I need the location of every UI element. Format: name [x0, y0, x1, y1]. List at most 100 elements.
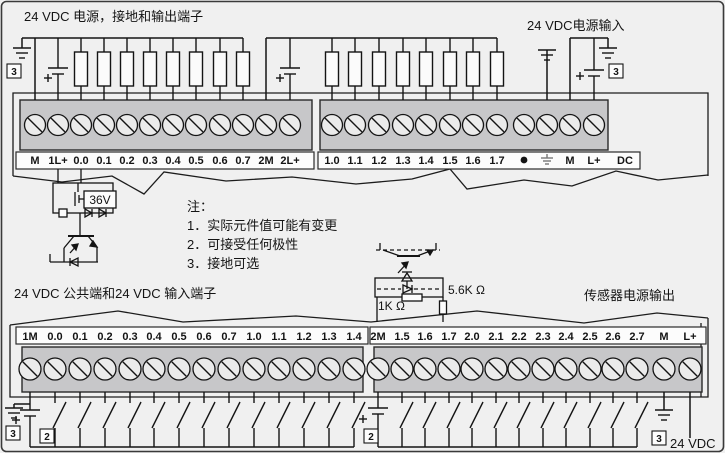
svg-text:DC: DC — [617, 155, 633, 167]
terminal-screw — [390, 357, 414, 381]
terminal-screw — [438, 113, 462, 137]
svg-text:3: 3 — [11, 67, 17, 78]
input-switch — [226, 392, 241, 447]
svg-text:2.2: 2.2 — [511, 331, 526, 343]
svg-text:0.4: 0.4 — [146, 331, 162, 343]
svg-text:2.6: 2.6 — [605, 331, 620, 343]
terminal-screw — [138, 113, 162, 137]
note-marker: 3 — [5, 425, 21, 441]
terminal-label: 0.3 — [122, 331, 137, 343]
input-switch — [422, 392, 437, 447]
svg-text:1.5: 1.5 — [442, 155, 457, 167]
terminal-label: M — [659, 331, 668, 343]
bottom-wiring — [13, 392, 691, 448]
note-marker: 2 — [39, 428, 55, 444]
terminal-screw — [278, 113, 302, 137]
ground-symbol — [599, 47, 617, 59]
load-resistor — [235, 38, 251, 100]
svg-text:0.7: 0.7 — [235, 155, 250, 167]
terminal-label: 1.0 — [246, 331, 261, 343]
input-switch — [351, 392, 366, 447]
svg-text:0.3: 0.3 — [142, 155, 157, 167]
input-switch — [399, 392, 414, 447]
terminal-screw — [437, 357, 461, 381]
terminal-label: 1.7 — [489, 155, 504, 167]
load-resistor — [371, 38, 387, 100]
terminal-screw — [558, 113, 582, 137]
svg-text:1.2: 1.2 — [371, 155, 386, 167]
terminal-screw — [192, 357, 216, 381]
svg-text:0.6: 0.6 — [212, 155, 227, 167]
terminal-screw — [601, 357, 625, 381]
note-marker: 2 — [363, 428, 379, 444]
svg-text:0.1: 0.1 — [72, 331, 87, 343]
load-resistor — [142, 38, 158, 100]
resistor1-label: 1K Ω — [378, 299, 405, 313]
svg-text:1.1: 1.1 — [347, 155, 362, 167]
resistor-1k — [401, 293, 423, 302]
terminal-screw — [366, 357, 390, 381]
svg-text:2.5: 2.5 — [582, 331, 597, 343]
terminal-label: 0.1 — [96, 155, 111, 167]
load-resistor — [73, 38, 89, 100]
svg-text:M: M — [30, 155, 39, 167]
svg-text:0.5: 0.5 — [188, 155, 203, 167]
terminal-label: 0.6 — [196, 331, 211, 343]
note-line-2: 2．可接受任何极性 — [187, 237, 299, 252]
terminal-screw — [93, 357, 117, 381]
terminal-label — [541, 154, 553, 165]
ground-symbol — [538, 49, 556, 61]
terminal-screw — [512, 113, 536, 137]
svg-text:1.4: 1.4 — [418, 155, 434, 167]
input-switch — [540, 392, 555, 447]
load-resistor — [324, 38, 340, 100]
svg-text:2.3: 2.3 — [535, 331, 550, 343]
svg-text:1.3: 1.3 — [395, 155, 410, 167]
note-line-1: 1．实际元件值可能有变更 — [187, 218, 338, 233]
svg-text:0.2: 0.2 — [119, 155, 134, 167]
terminal-label: 1.4 — [418, 155, 434, 167]
terminal-screw — [367, 113, 391, 137]
load-resistor — [347, 38, 363, 100]
svg-text:3: 3 — [613, 67, 619, 78]
terminal-screw — [142, 357, 166, 381]
terminal-label: 2M — [258, 155, 273, 167]
terminal-screw — [68, 357, 92, 381]
input-switch — [610, 392, 625, 447]
terminal-label: 0.0 — [47, 331, 62, 343]
terminal-screw — [217, 357, 241, 381]
svg-text:2.7: 2.7 — [629, 331, 644, 343]
terminal-screw — [578, 357, 602, 381]
terminal-screw — [625, 357, 649, 381]
terminal-label: 0.5 — [188, 155, 203, 167]
terminal-label: 2.5 — [582, 331, 597, 343]
terminal-label: 0.5 — [171, 331, 186, 343]
title-top-left: 24 VDC 电源，接地和输出端子 — [24, 9, 204, 24]
terminal-label: L+ — [683, 331, 696, 343]
svg-text:0.0: 0.0 — [47, 331, 62, 343]
terminal-screw — [208, 113, 232, 137]
terminal-screw — [23, 113, 47, 137]
svg-text:0.4: 0.4 — [165, 155, 181, 167]
supply-voltage-label: 24 VDC — [670, 436, 716, 451]
input-switch — [276, 392, 291, 447]
terminal-screw — [531, 357, 555, 381]
terminal-label: 1.6 — [417, 331, 432, 343]
svg-text:1.4: 1.4 — [346, 331, 362, 343]
terminal-label: 2M — [370, 331, 385, 343]
input-switch — [563, 392, 578, 447]
terminal-screw — [484, 357, 508, 381]
torn-edge-bottom-module — [9, 310, 709, 326]
terminal-screw — [343, 113, 367, 137]
title-bottom-left: 24 VDC 公共端和24 VDC 输入端子 — [14, 286, 217, 301]
terminal-label — [520, 156, 528, 164]
terminal-screw — [231, 113, 255, 137]
terminal-screw — [485, 113, 509, 137]
svg-text:M: M — [659, 331, 668, 343]
terminal-screw — [652, 357, 676, 381]
terminal-screw — [507, 357, 531, 381]
terminal-label: 2.3 — [535, 331, 550, 343]
terminal-label: 2.4 — [558, 331, 574, 343]
ground-symbol — [655, 409, 673, 421]
